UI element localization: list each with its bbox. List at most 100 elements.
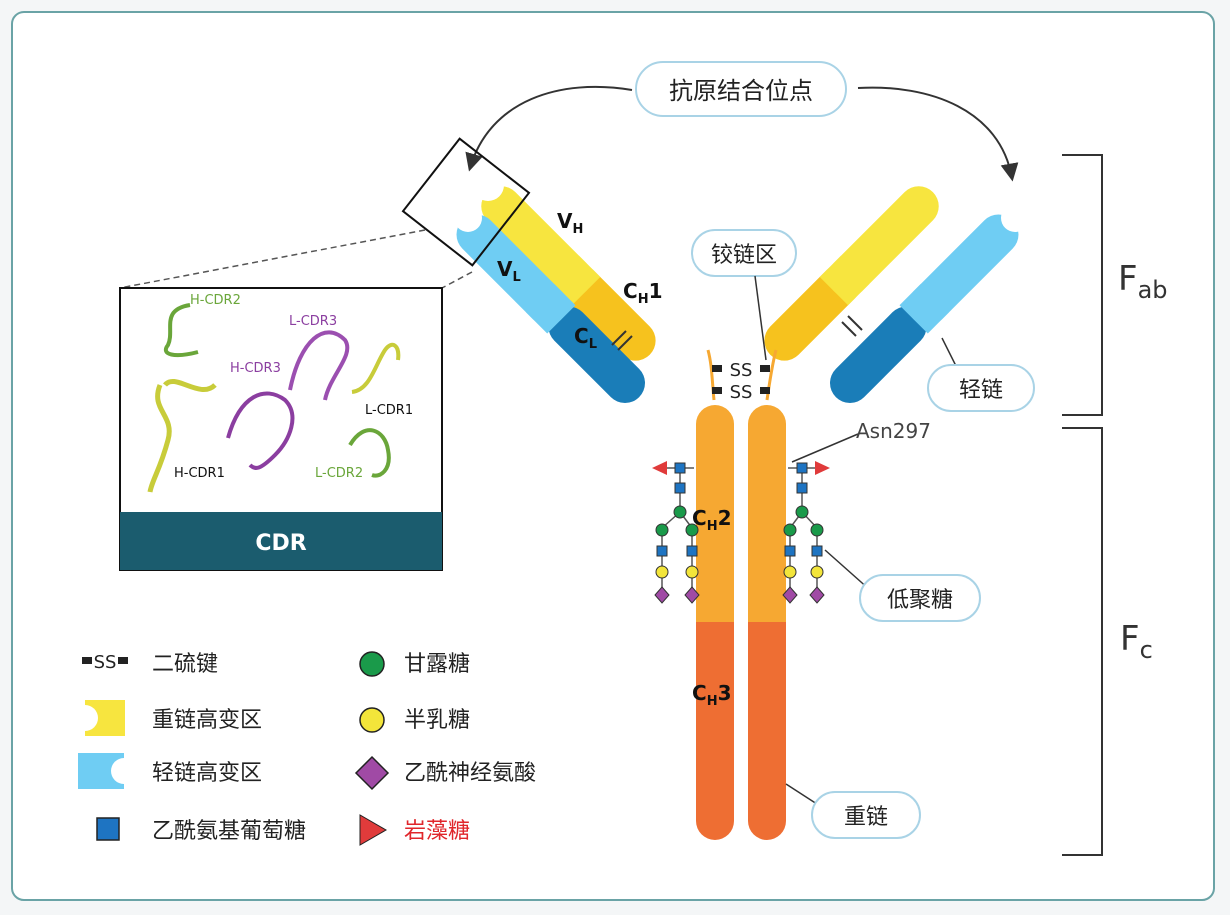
legend-item-disulfide: SS 二硫键	[82, 652, 218, 677]
mannose-icon	[673, 505, 687, 519]
light-chain-label: 轻链	[959, 378, 1003, 403]
l-cdr1-label: L-CDR1	[365, 403, 413, 418]
h-cdr3-label: H-CDR3	[230, 361, 281, 376]
sialic-acid-icon	[782, 586, 798, 604]
mannose-icon	[655, 523, 669, 537]
legend-item-sialic: 乙酰神经氨酸	[354, 755, 536, 791]
legend-galactose-label: 半乳糖	[404, 708, 470, 733]
light-chain-callout: 轻链	[927, 337, 1035, 412]
heavy-chain-right-ch2	[748, 405, 786, 645]
glycan-left	[652, 461, 700, 604]
fc-label: Fc	[1120, 619, 1153, 664]
mannose-icon	[359, 651, 385, 677]
legend-item-fucose: 岩藻糖	[359, 814, 470, 846]
ch3-label: CH3	[692, 681, 732, 709]
heavy-chain-callout: 重链	[785, 783, 921, 839]
vl-label: VL	[497, 257, 521, 285]
legend-light-variable-label: 轻链高变区	[152, 761, 262, 786]
legend-mannose-label: 甘露糖	[404, 652, 470, 677]
h-cdr1-loop	[147, 379, 217, 493]
glcnac-icon	[796, 482, 808, 494]
glcnac-icon	[784, 545, 796, 557]
antigen-binding-callout: 抗原结合位点	[465, 61, 1019, 182]
fc-region	[696, 349, 786, 840]
galactose-icon	[810, 565, 824, 579]
l-cdr2-loop	[348, 428, 391, 478]
asn297-callout: Asn297	[791, 419, 931, 463]
l-cdr3-label: L-CDR3	[289, 314, 337, 329]
galactose-icon	[359, 707, 385, 733]
domain-labels: VH VL CH1 CL CH2 CH3	[497, 209, 732, 709]
right-vh-domain	[828, 186, 939, 297]
hinge-callout: 铰链区	[691, 229, 797, 361]
mannose-icon	[810, 523, 824, 537]
glcnac-icon	[796, 462, 808, 474]
heavy-chain-left-ch3	[696, 622, 734, 840]
right-vl-domain	[907, 214, 1019, 326]
left-fab-arm	[454, 169, 656, 403]
sialic-acid-icon	[809, 586, 825, 604]
sialic-acid-icon	[684, 586, 700, 604]
legend-sialic-label: 乙酰神经氨酸	[404, 761, 536, 786]
h-cdr2-label: H-CDR2	[190, 293, 241, 308]
asn297-label: Asn297	[856, 419, 931, 443]
legend-item-galactose: 半乳糖	[359, 707, 470, 733]
fucose-icon	[652, 461, 667, 475]
mannose-icon	[783, 523, 797, 537]
glycan-label: 低聚糖	[887, 588, 953, 613]
fab-bracket	[1062, 154, 1103, 416]
fab-label: Fab	[1118, 259, 1168, 304]
cdr-zoom-box	[401, 137, 531, 267]
galactose-icon	[783, 565, 797, 579]
hinge-disulfide-bonds: SS SS	[712, 360, 770, 403]
l-cdr3-loop	[288, 330, 350, 401]
h-cdr1-label: H-CDR1	[174, 466, 225, 481]
glcnac-icon	[811, 545, 823, 557]
mannose-icon	[685, 523, 699, 537]
legend-glcnac-label: 乙酰氨基葡萄糖	[152, 819, 306, 844]
h-cdr2-loop	[164, 303, 199, 358]
legend-heavy-variable-label: 重链高变区	[152, 708, 262, 733]
glcnac-icon	[96, 817, 120, 841]
galactose-icon	[655, 565, 669, 579]
cl-label: CL	[574, 324, 597, 352]
l-cdr1-loop	[351, 342, 401, 394]
glcnac-icon	[674, 462, 686, 474]
glcnac-icon	[656, 545, 668, 557]
glycan-right	[782, 461, 830, 604]
legend-item-heavy-variable: 重链高变区	[72, 700, 262, 736]
ch2-label: CH2	[692, 506, 732, 534]
hinge-ss-1: SS	[730, 360, 753, 381]
sialic-acid-icon	[654, 586, 670, 604]
fucose-icon	[359, 814, 388, 846]
disulfide-icon: SS	[94, 652, 117, 673]
l-cdr2-label: L-CDR2	[315, 466, 363, 481]
sialic-acid-icon	[354, 755, 390, 791]
cdr-title: CDR	[255, 531, 306, 556]
legend-fucose-label: 岩藻糖	[404, 819, 470, 844]
legend-disulfide-label: 二硫键	[152, 652, 218, 677]
left-vl-domain	[456, 214, 568, 326]
arrow-to-left-site	[465, 85, 633, 172]
fc-bracket	[1062, 427, 1103, 856]
h-cdr3-loop	[226, 391, 295, 470]
heavy-chain-left-ch2	[696, 405, 734, 645]
heavy-chain-label: 重链	[844, 805, 888, 830]
mannose-icon	[795, 505, 809, 519]
legend: SS 二硫键 重链高变区 轻链高变区 乙酰氨基葡萄糖 甘露糖 半乳糖	[72, 651, 536, 846]
glycan-callout: 低聚糖	[824, 549, 981, 622]
cdr-inset: CDR H-CDR2 L-CDR3 H-CDR3 L-CDR1 H-CDR1 L…	[119, 137, 531, 571]
arrow-to-right-site	[857, 86, 1019, 182]
vh-label: VH	[557, 209, 583, 237]
legend-item-glcnac: 乙酰氨基葡萄糖	[96, 817, 306, 844]
right-fab-arm	[764, 169, 1029, 403]
fucose-icon	[815, 461, 830, 475]
left-vh-domain	[481, 186, 592, 297]
galactose-icon	[685, 565, 699, 579]
left-cl-domain	[548, 306, 645, 403]
ch1-label: CH1	[623, 279, 663, 307]
cdr-title-bar	[120, 512, 442, 570]
hinge-ss-2: SS	[730, 382, 753, 403]
right-cl-domain	[830, 306, 927, 403]
